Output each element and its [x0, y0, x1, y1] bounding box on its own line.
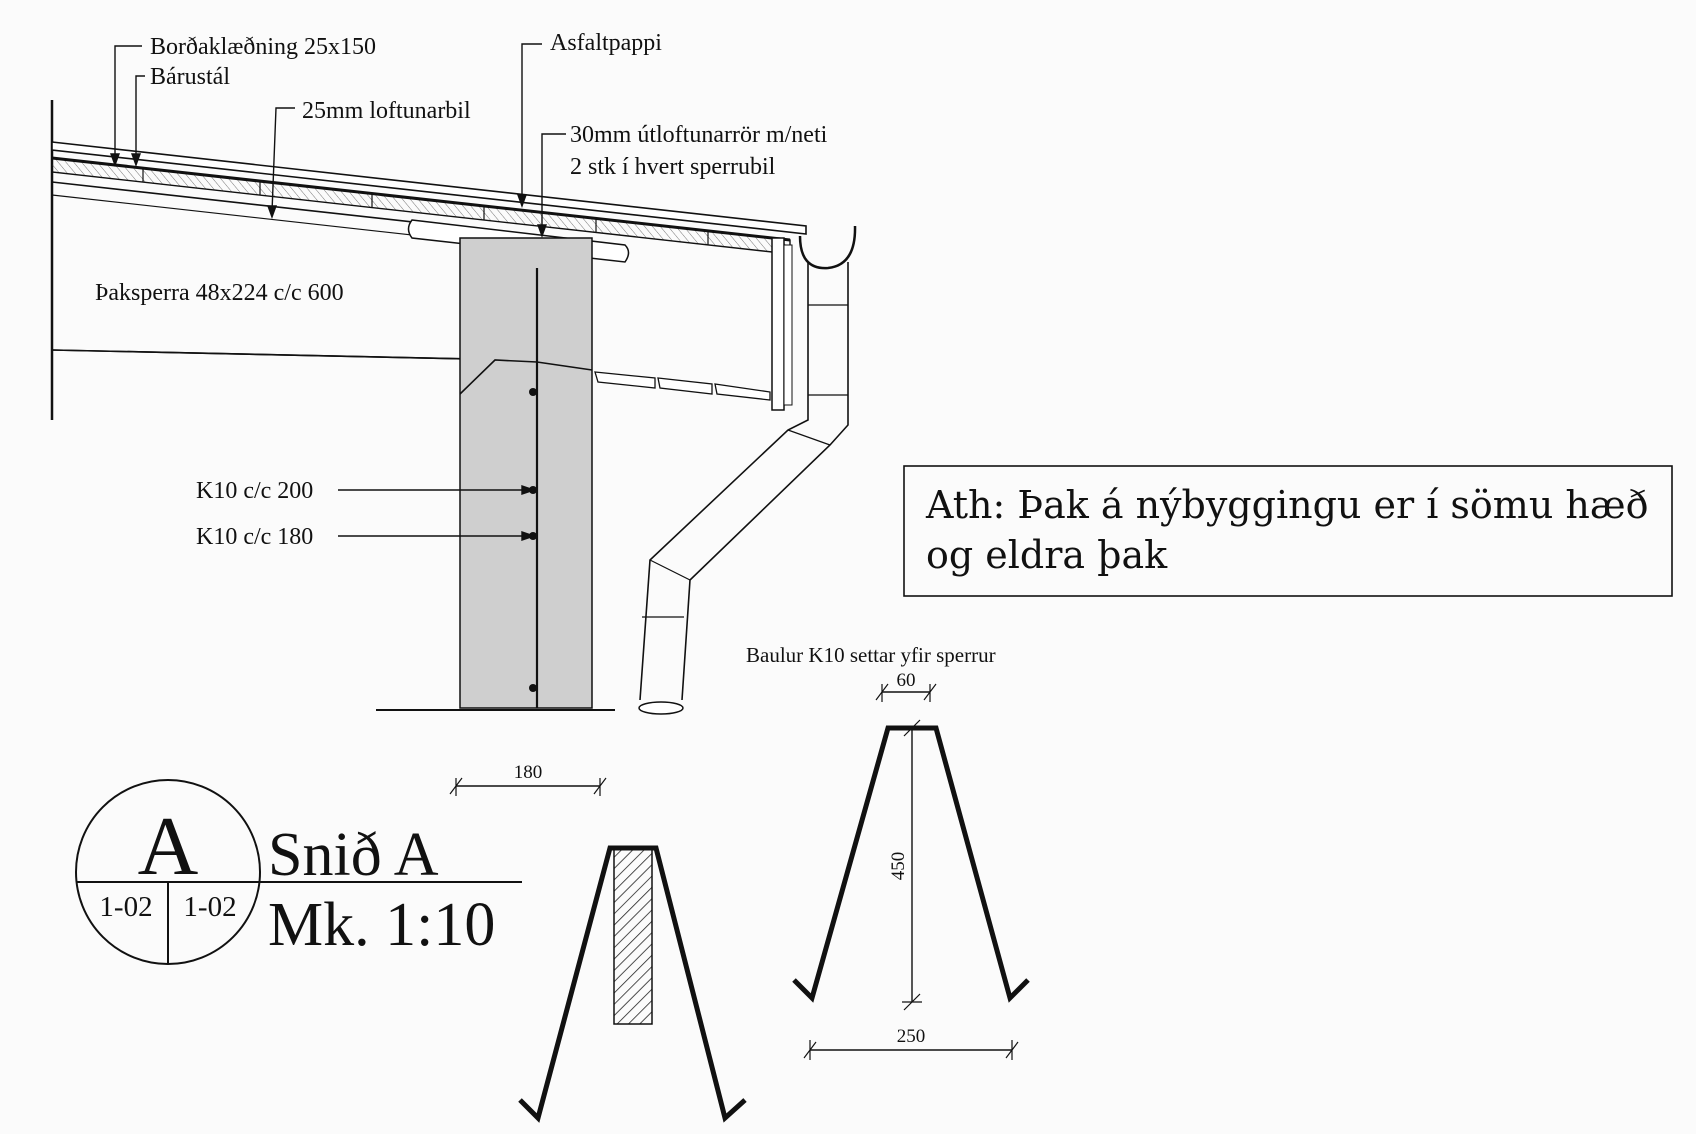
label-asfaltpappi: Asfaltpappi [550, 30, 662, 56]
label-utloftun-2: 2 stk í hvert sperrubil [570, 154, 776, 180]
note-box: Ath: Þak á nýbyggingu er í sömu hæð og e… [903, 465, 1673, 597]
section-ref-right: 1-02 [183, 891, 236, 923]
label-paksperra: Þaksperra 48x224 c/c 600 [95, 280, 344, 306]
note-line-1: Ath: Þak á nýbyggingu er í sömu hæð [925, 483, 1648, 527]
label-loftunarbil: 25mm loftunarbil [302, 98, 471, 124]
label-baulur: Baulur K10 settar yfir sperrur [746, 643, 996, 667]
dim-250: 250 [897, 1026, 926, 1047]
label-k10-180: K10 c/c 180 [196, 524, 313, 550]
section-scale: Mk. 1:10 [268, 891, 495, 959]
leader-lines [110, 43, 566, 541]
label-barustal: Bárustál [150, 64, 230, 90]
concrete-wall [376, 237, 615, 711]
label-bordaklaedning: Borðaklæðning 25x150 [150, 34, 376, 60]
label-utloftun-1: 30mm útloftunarrör m/neti [570, 122, 828, 148]
dim-60: 60 [897, 670, 916, 691]
dim-450: 450 [888, 852, 909, 881]
section-title: Snið A [268, 821, 439, 889]
roof-assembly [50, 100, 857, 715]
stirrup-right: 60 450 250 [792, 670, 1030, 1060]
section-ref-left: 1-02 [99, 891, 152, 923]
section-marker: A 1-02 1-02 Snið A Mk. 1:10 [75, 779, 522, 965]
stirrup-left: 180 [449, 762, 747, 1123]
dim-180: 180 [514, 762, 543, 783]
label-k10-200: K10 c/c 200 [196, 478, 313, 504]
note-line-2: og eldra þak [926, 533, 1168, 577]
section-letter: A [138, 800, 199, 893]
